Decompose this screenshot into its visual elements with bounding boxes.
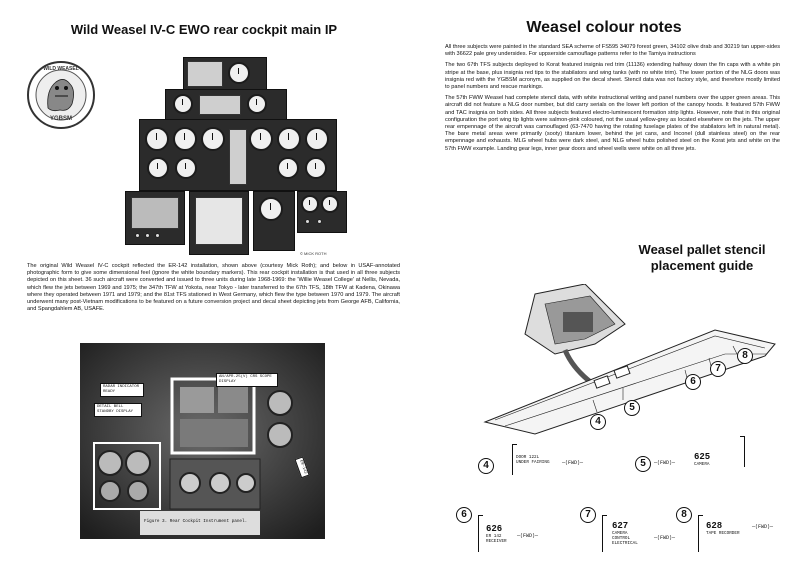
stencil-6: 626 ER 142 RECEIVER xyxy=(486,524,507,544)
stencil-4-number: 4 xyxy=(478,458,494,474)
pallet-title-line-1: Weasel pallet stencil xyxy=(638,242,766,257)
main-gauge-8 xyxy=(175,157,197,179)
mid-gauge-2 xyxy=(247,94,267,114)
stencil-8-text-1: TAPE RECORDER xyxy=(706,531,740,536)
stencil-7-text-3: ELECTRICAL xyxy=(612,541,638,546)
switch-4 xyxy=(305,219,310,224)
cockpit-photo: RADAR INDICATOR READY DETAIL BELL STANDB… xyxy=(80,343,325,539)
switch-3 xyxy=(155,233,160,238)
marker-4: 4 xyxy=(590,414,606,430)
photo-label-bell: DETAIL BELL STANDBY DISPLAY xyxy=(94,403,142,417)
stencil-8-fwd: —(FWD)— xyxy=(752,524,774,530)
crs-scope xyxy=(195,197,243,245)
main-gauge-6 xyxy=(305,127,329,151)
lower-gauge-2 xyxy=(301,195,319,213)
stencil-7-number: 7 xyxy=(580,507,596,523)
lower-gauge-3 xyxy=(321,195,339,213)
photo-label-crs: AN/APR-25(V) CRS SCOPE DISPLAY xyxy=(216,373,278,387)
photo-caption: Figure 3. Rear Cockpit Instrument panel. xyxy=(144,519,248,524)
stencil-7-bracket xyxy=(602,515,607,552)
stencil-4: DOOR 122L UNDER FAIRING xyxy=(516,455,550,465)
stencil-4-text-2: UNDER FAIRING xyxy=(516,460,550,465)
stencil-7-code: 627 xyxy=(612,521,629,531)
marker-8: 8 xyxy=(737,348,753,364)
right-title: Weasel colour notes xyxy=(526,19,682,36)
main-gauge-1 xyxy=(145,127,169,151)
mid-gauge-1 xyxy=(173,94,193,114)
main-gauge-4 xyxy=(249,127,273,151)
pallet-title: Weasel pallet stencil placement guide xyxy=(612,242,792,274)
stencil-6-text-1: ER 142 xyxy=(486,534,502,539)
switch-1 xyxy=(135,233,140,238)
stencil-7-text-2: CONTROL xyxy=(612,536,631,541)
stencil-5-code: 625 xyxy=(694,452,711,462)
mid-box-1 xyxy=(199,95,241,115)
photo-label-radar: RADAR INDICATOR READY xyxy=(100,383,144,397)
marker-5: 5 xyxy=(624,400,640,416)
rear-cockpit-instrument-panel xyxy=(125,57,350,257)
stencil-5-fwd: —(FWD)— xyxy=(654,460,676,466)
stencil-8: 628 TAPE RECORDER xyxy=(706,521,740,536)
marker-6: 6 xyxy=(685,374,701,390)
badge-bottom-text: YGBSM xyxy=(49,116,72,122)
badge-emblem-icon xyxy=(27,61,95,129)
wild-weasel-badge: WILD WEASEL YGBSM xyxy=(26,60,96,130)
stencil-4-bracket xyxy=(512,444,517,475)
stencil-5-text-1: CAMERA xyxy=(694,462,710,467)
upper-right-gauge xyxy=(228,62,250,84)
pallet-drawing xyxy=(475,283,785,444)
main-gauge-10 xyxy=(305,157,327,179)
stencil-4-fwd: —(FWD)— xyxy=(562,460,584,466)
left-caption: The original Wild Weasel IV-C cockpit re… xyxy=(27,263,400,313)
stencil-6-code: 626 xyxy=(486,524,503,534)
colour-para-3: The 57th FWW Weasel had complete stencil… xyxy=(445,95,780,152)
lower-gauge-1 xyxy=(259,197,283,221)
stencil-6-fwd: —(FWD)— xyxy=(517,533,539,539)
stencil-8-number: 8 xyxy=(676,507,692,523)
colour-para-1: All three subjects were painted in the s… xyxy=(445,44,780,58)
ip-credit: © MICK ROTH xyxy=(300,251,327,256)
marker-7: 7 xyxy=(710,361,726,377)
main-gauge-7 xyxy=(147,157,169,179)
colour-notes: All three subjects were painted in the s… xyxy=(445,44,780,157)
aircraft-pallet-illustration xyxy=(483,283,776,435)
lower-left-display xyxy=(131,197,179,229)
left-title: Wild Weasel IV-C EWO rear cockpit main I… xyxy=(70,22,338,37)
upper-display xyxy=(187,61,223,87)
switch-2 xyxy=(145,233,150,238)
stencil-7-text-1: CAMERA xyxy=(612,531,628,536)
stencil-7-fwd: —(FWD)— xyxy=(654,535,676,541)
stencil-8-bracket xyxy=(698,515,703,552)
stencil-8-code: 628 xyxy=(706,521,723,531)
stencil-4-text-1: DOOR 122L xyxy=(516,455,540,460)
main-gauge-9 xyxy=(277,157,299,179)
main-gauge-3 xyxy=(201,127,225,151)
stencil-6-number: 6 xyxy=(456,507,472,523)
switch-5 xyxy=(317,219,322,224)
stencil-5-bracket xyxy=(740,436,745,467)
pallet-title-line-2: placement guide xyxy=(650,258,754,273)
stencil-5-number: 5 xyxy=(635,456,651,472)
colour-para-2: The two 67th TFS subjects deployed to Ko… xyxy=(445,62,780,91)
badge-top-text: WILD WEASEL xyxy=(43,66,79,72)
stencil-5: 625 CAMERA xyxy=(694,452,710,467)
lower-mid-panel xyxy=(253,191,295,251)
main-gauge-5 xyxy=(277,127,301,151)
stencil-6-bracket xyxy=(478,515,483,552)
main-strip xyxy=(229,129,247,185)
cockpit-photo-image xyxy=(80,343,325,539)
stencil-7: 627 CAMERA CONTROL ELECTRICAL xyxy=(612,521,638,546)
main-gauge-2 xyxy=(173,127,197,151)
stencil-6-text-2: RECEIVER xyxy=(486,539,507,544)
